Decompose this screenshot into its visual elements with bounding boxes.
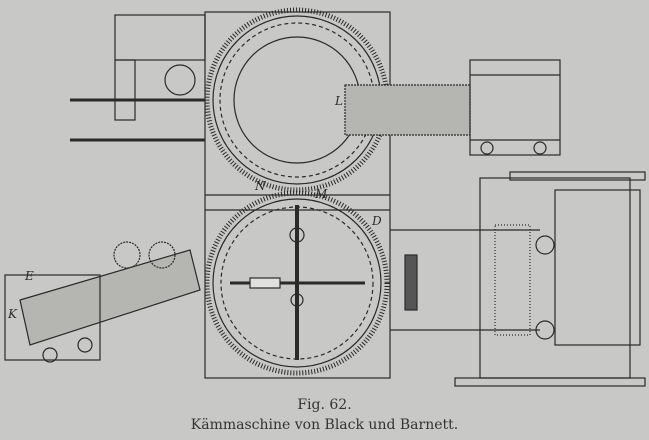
figure-caption: Kämmaschine von Black und Barnett.: [190, 417, 459, 433]
label-n: N: [254, 179, 266, 193]
bottom-comb-drum: [204, 190, 390, 376]
label-m: M: [314, 187, 328, 201]
label-k: K: [7, 307, 18, 321]
upper-feed-box: [344, 59, 561, 156]
figure-number: Fig. 62.: [297, 397, 352, 413]
left-mechanism: [70, 14, 206, 269]
machine-drawing: M N E D K L: [4, 7, 646, 387]
lower-feed-box: [4, 249, 201, 363]
label-e: E: [24, 269, 34, 283]
label-l: L: [334, 94, 343, 108]
label-d: D: [371, 214, 382, 228]
right-machine: [390, 171, 646, 387]
